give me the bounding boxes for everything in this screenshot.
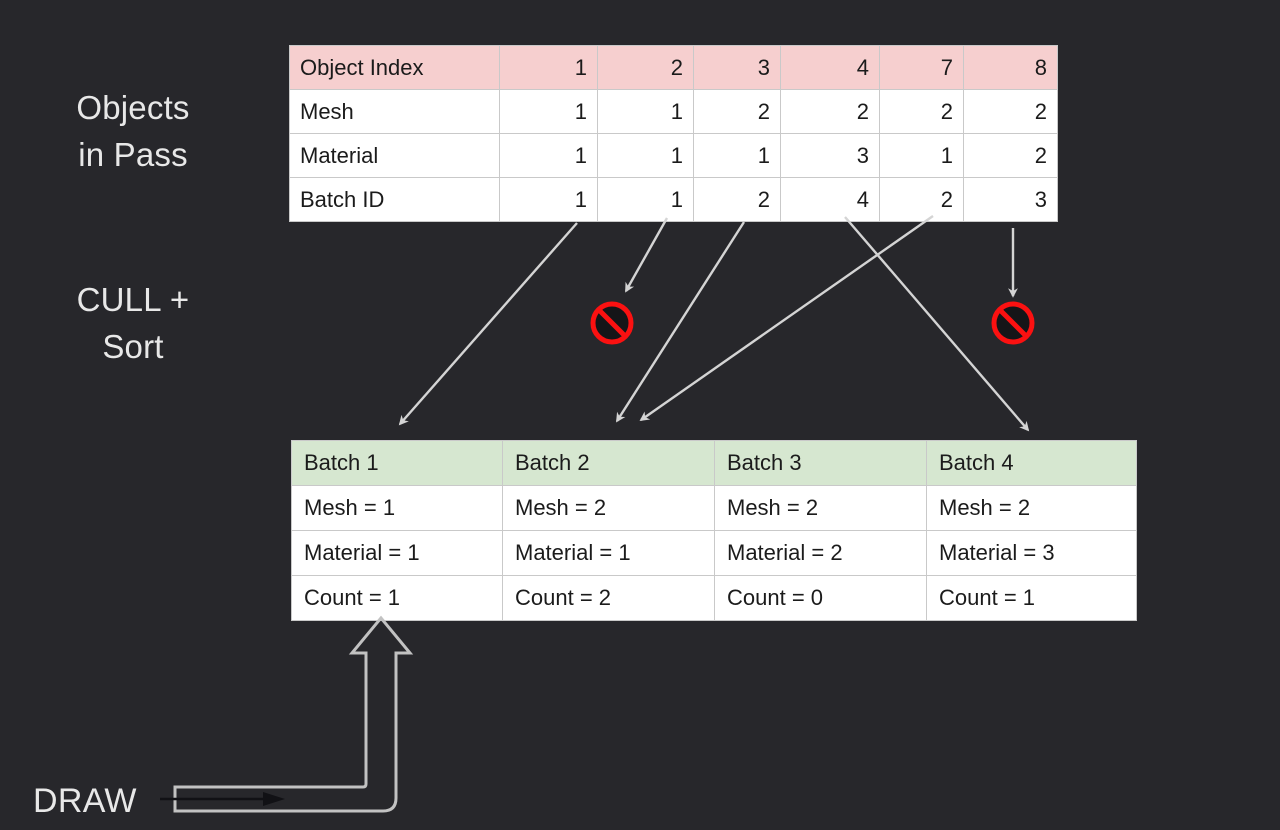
prohibited-icon	[590, 301, 634, 345]
batch-1-title: Batch 1	[291, 440, 503, 486]
batch-3-material: Material = 2	[714, 530, 927, 576]
cell-material-2: 1	[693, 133, 781, 178]
batch-4-material: Material = 3	[926, 530, 1137, 576]
cell-object-index-3: 4	[780, 45, 880, 90]
table-row: Mesh 1 1 2 2 2 2	[289, 89, 1058, 134]
row-header-mesh: Mesh	[289, 89, 500, 134]
batch-1-count: Count = 1	[291, 575, 503, 621]
flow-arrow-object1-to-batch1	[398, 222, 578, 426]
stage-label-objects-in-pass: Objects in Pass	[76, 89, 190, 173]
row-header-material: Material	[289, 133, 500, 178]
flow-arrow-object7-to-batch2	[639, 215, 934, 422]
objects-in-pass-table: Object Index 1 2 3 4 7 8 Mesh 1 1 2 2 2 …	[289, 45, 1058, 222]
table-row: Batch 1 Batch 2 Batch 3 Batch 4	[291, 440, 1137, 486]
batch-3-mesh: Mesh = 2	[714, 485, 927, 531]
flow-arrow-object4-to-batch4	[844, 216, 1030, 432]
draw-inner-arrow-head	[263, 792, 285, 806]
table-row: Material = 1 Material = 1 Material = 2 M…	[291, 530, 1137, 576]
cell-batch-id-4: 2	[879, 177, 964, 222]
row-header-object-index: Object Index	[289, 45, 500, 90]
cell-material-4: 1	[879, 133, 964, 178]
batch-3-count: Count = 0	[714, 575, 927, 621]
cell-mesh-5: 2	[963, 89, 1058, 134]
batch-2-material: Material = 1	[502, 530, 715, 576]
batch-1-material: Material = 1	[291, 530, 503, 576]
cell-object-index-2: 3	[693, 45, 781, 90]
batch-4-mesh: Mesh = 2	[926, 485, 1137, 531]
batch-2-count: Count = 2	[502, 575, 715, 621]
cell-mesh-2: 2	[693, 89, 781, 134]
cell-mesh-4: 2	[879, 89, 964, 134]
table-row: Mesh = 1 Mesh = 2 Mesh = 2 Mesh = 2	[291, 485, 1137, 531]
cell-material-3: 3	[780, 133, 880, 178]
cell-object-index-1: 2	[597, 45, 694, 90]
batch-1-mesh: Mesh = 1	[291, 485, 503, 531]
batch-4-count: Count = 1	[926, 575, 1137, 621]
cell-object-index-0: 1	[499, 45, 598, 90]
row-header-batch-id: Batch ID	[289, 177, 500, 222]
draw-block-arrow	[173, 615, 414, 813]
cell-object-index-4: 7	[879, 45, 964, 90]
cell-object-index-5: 8	[963, 45, 1058, 90]
cell-mesh-3: 2	[780, 89, 880, 134]
flow-arrow-object2-to-culled	[624, 217, 669, 293]
cell-batch-id-0: 1	[499, 177, 598, 222]
cell-mesh-1: 1	[597, 89, 694, 134]
table-row: Count = 1 Count = 2 Count = 0 Count = 1	[291, 575, 1137, 621]
stage-label-draw: DRAW	[33, 782, 137, 820]
cell-mesh-0: 1	[499, 89, 598, 134]
batch-3-title: Batch 3	[714, 440, 927, 486]
cell-material-0: 1	[499, 133, 598, 178]
stage-label-cull-sort: CULL + Sort	[76, 281, 190, 365]
cell-material-1: 1	[597, 133, 694, 178]
table-row: Object Index 1 2 3 4 7 8	[289, 45, 1058, 90]
cell-batch-id-5: 3	[963, 177, 1058, 222]
table-row: Batch ID 1 1 2 4 2 3	[289, 177, 1058, 222]
cell-batch-id-2: 2	[693, 177, 781, 222]
batch-2-title: Batch 2	[502, 440, 715, 486]
batches-table: Batch 1 Batch 2 Batch 3 Batch 4 Mesh = 1…	[291, 440, 1137, 621]
table-row: Material 1 1 1 3 1 2	[289, 133, 1058, 178]
cell-material-5: 2	[963, 133, 1058, 178]
cell-batch-id-3: 4	[780, 177, 880, 222]
cell-batch-id-1: 1	[597, 177, 694, 222]
batch-2-mesh: Mesh = 2	[502, 485, 715, 531]
flow-arrow-object3-to-batch2	[615, 221, 746, 423]
batch-4-title: Batch 4	[926, 440, 1137, 486]
prohibited-icon	[991, 301, 1035, 345]
